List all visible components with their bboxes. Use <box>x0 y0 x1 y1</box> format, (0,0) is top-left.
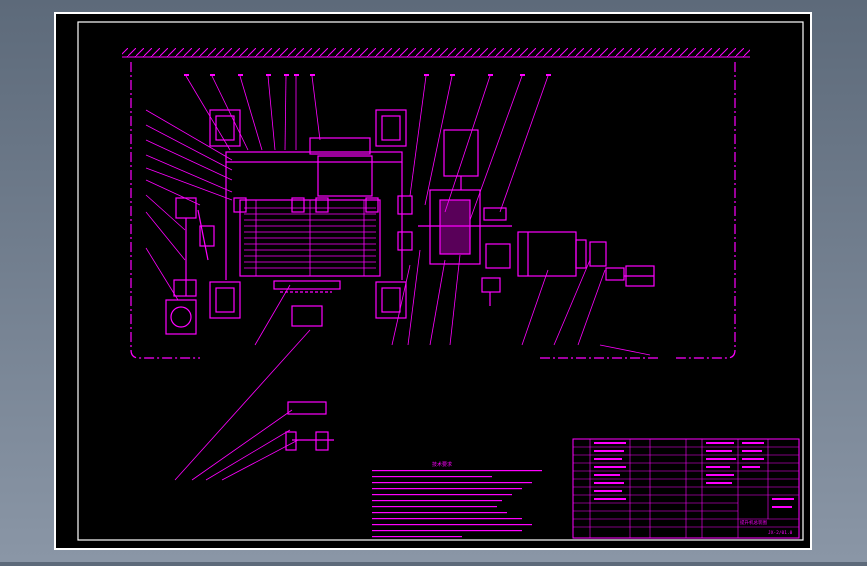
technical-notes: 技术要求 <box>372 461 542 538</box>
title-block: 提升机总装图 JX-2/01.0 <box>572 438 800 539</box>
leader-lines <box>145 75 651 481</box>
notes-heading: 技术要求 <box>432 461 452 468</box>
detail-views <box>285 401 334 451</box>
balloon-marks <box>184 74 551 76</box>
base-rail <box>273 280 341 327</box>
drawing-border <box>77 21 804 541</box>
motor <box>517 231 655 287</box>
hook-assembly <box>165 197 215 335</box>
ceiling-hatch <box>122 48 750 58</box>
mounting-blocks <box>209 109 407 319</box>
support-rails <box>130 62 736 359</box>
drawing-number: JX-2/01.0 <box>768 530 793 536</box>
model-space <box>54 12 812 550</box>
reducer-housing <box>418 129 512 306</box>
bearings <box>233 195 413 251</box>
title-block-name: 提升机总装图 <box>740 519 767 526</box>
drum-grooves <box>244 200 376 276</box>
